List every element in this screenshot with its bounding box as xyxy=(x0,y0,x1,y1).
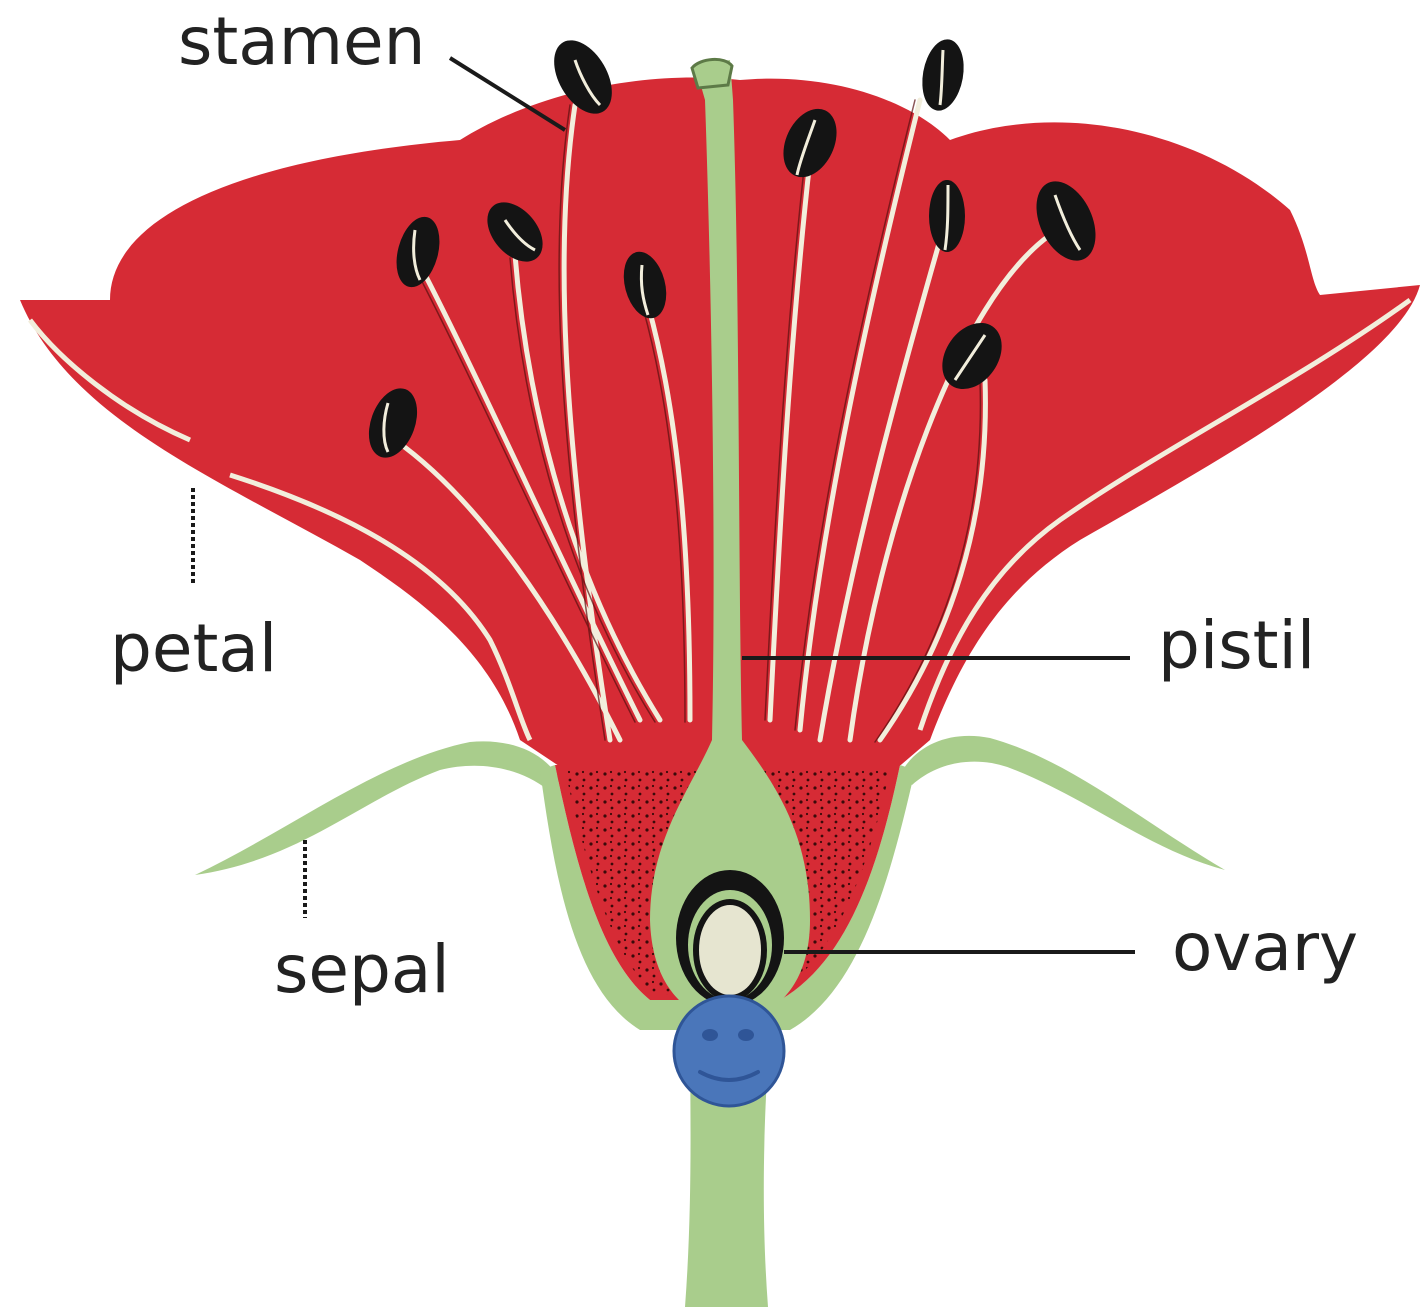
smiley-face-icon xyxy=(674,996,784,1106)
stigma xyxy=(692,59,732,88)
label-petal: petal xyxy=(110,610,277,687)
label-sepal: sepal xyxy=(274,931,450,1008)
ovule xyxy=(696,902,764,998)
sepal-left xyxy=(195,741,560,875)
label-pistil: pistil xyxy=(1158,607,1315,684)
smiley-face xyxy=(674,996,784,1106)
sepal-right xyxy=(900,736,1225,870)
smiley-left-eye xyxy=(702,1029,718,1041)
label-ovary: ovary xyxy=(1172,909,1358,986)
label-stamen: stamen xyxy=(178,3,425,80)
smiley-right-eye xyxy=(738,1029,754,1041)
